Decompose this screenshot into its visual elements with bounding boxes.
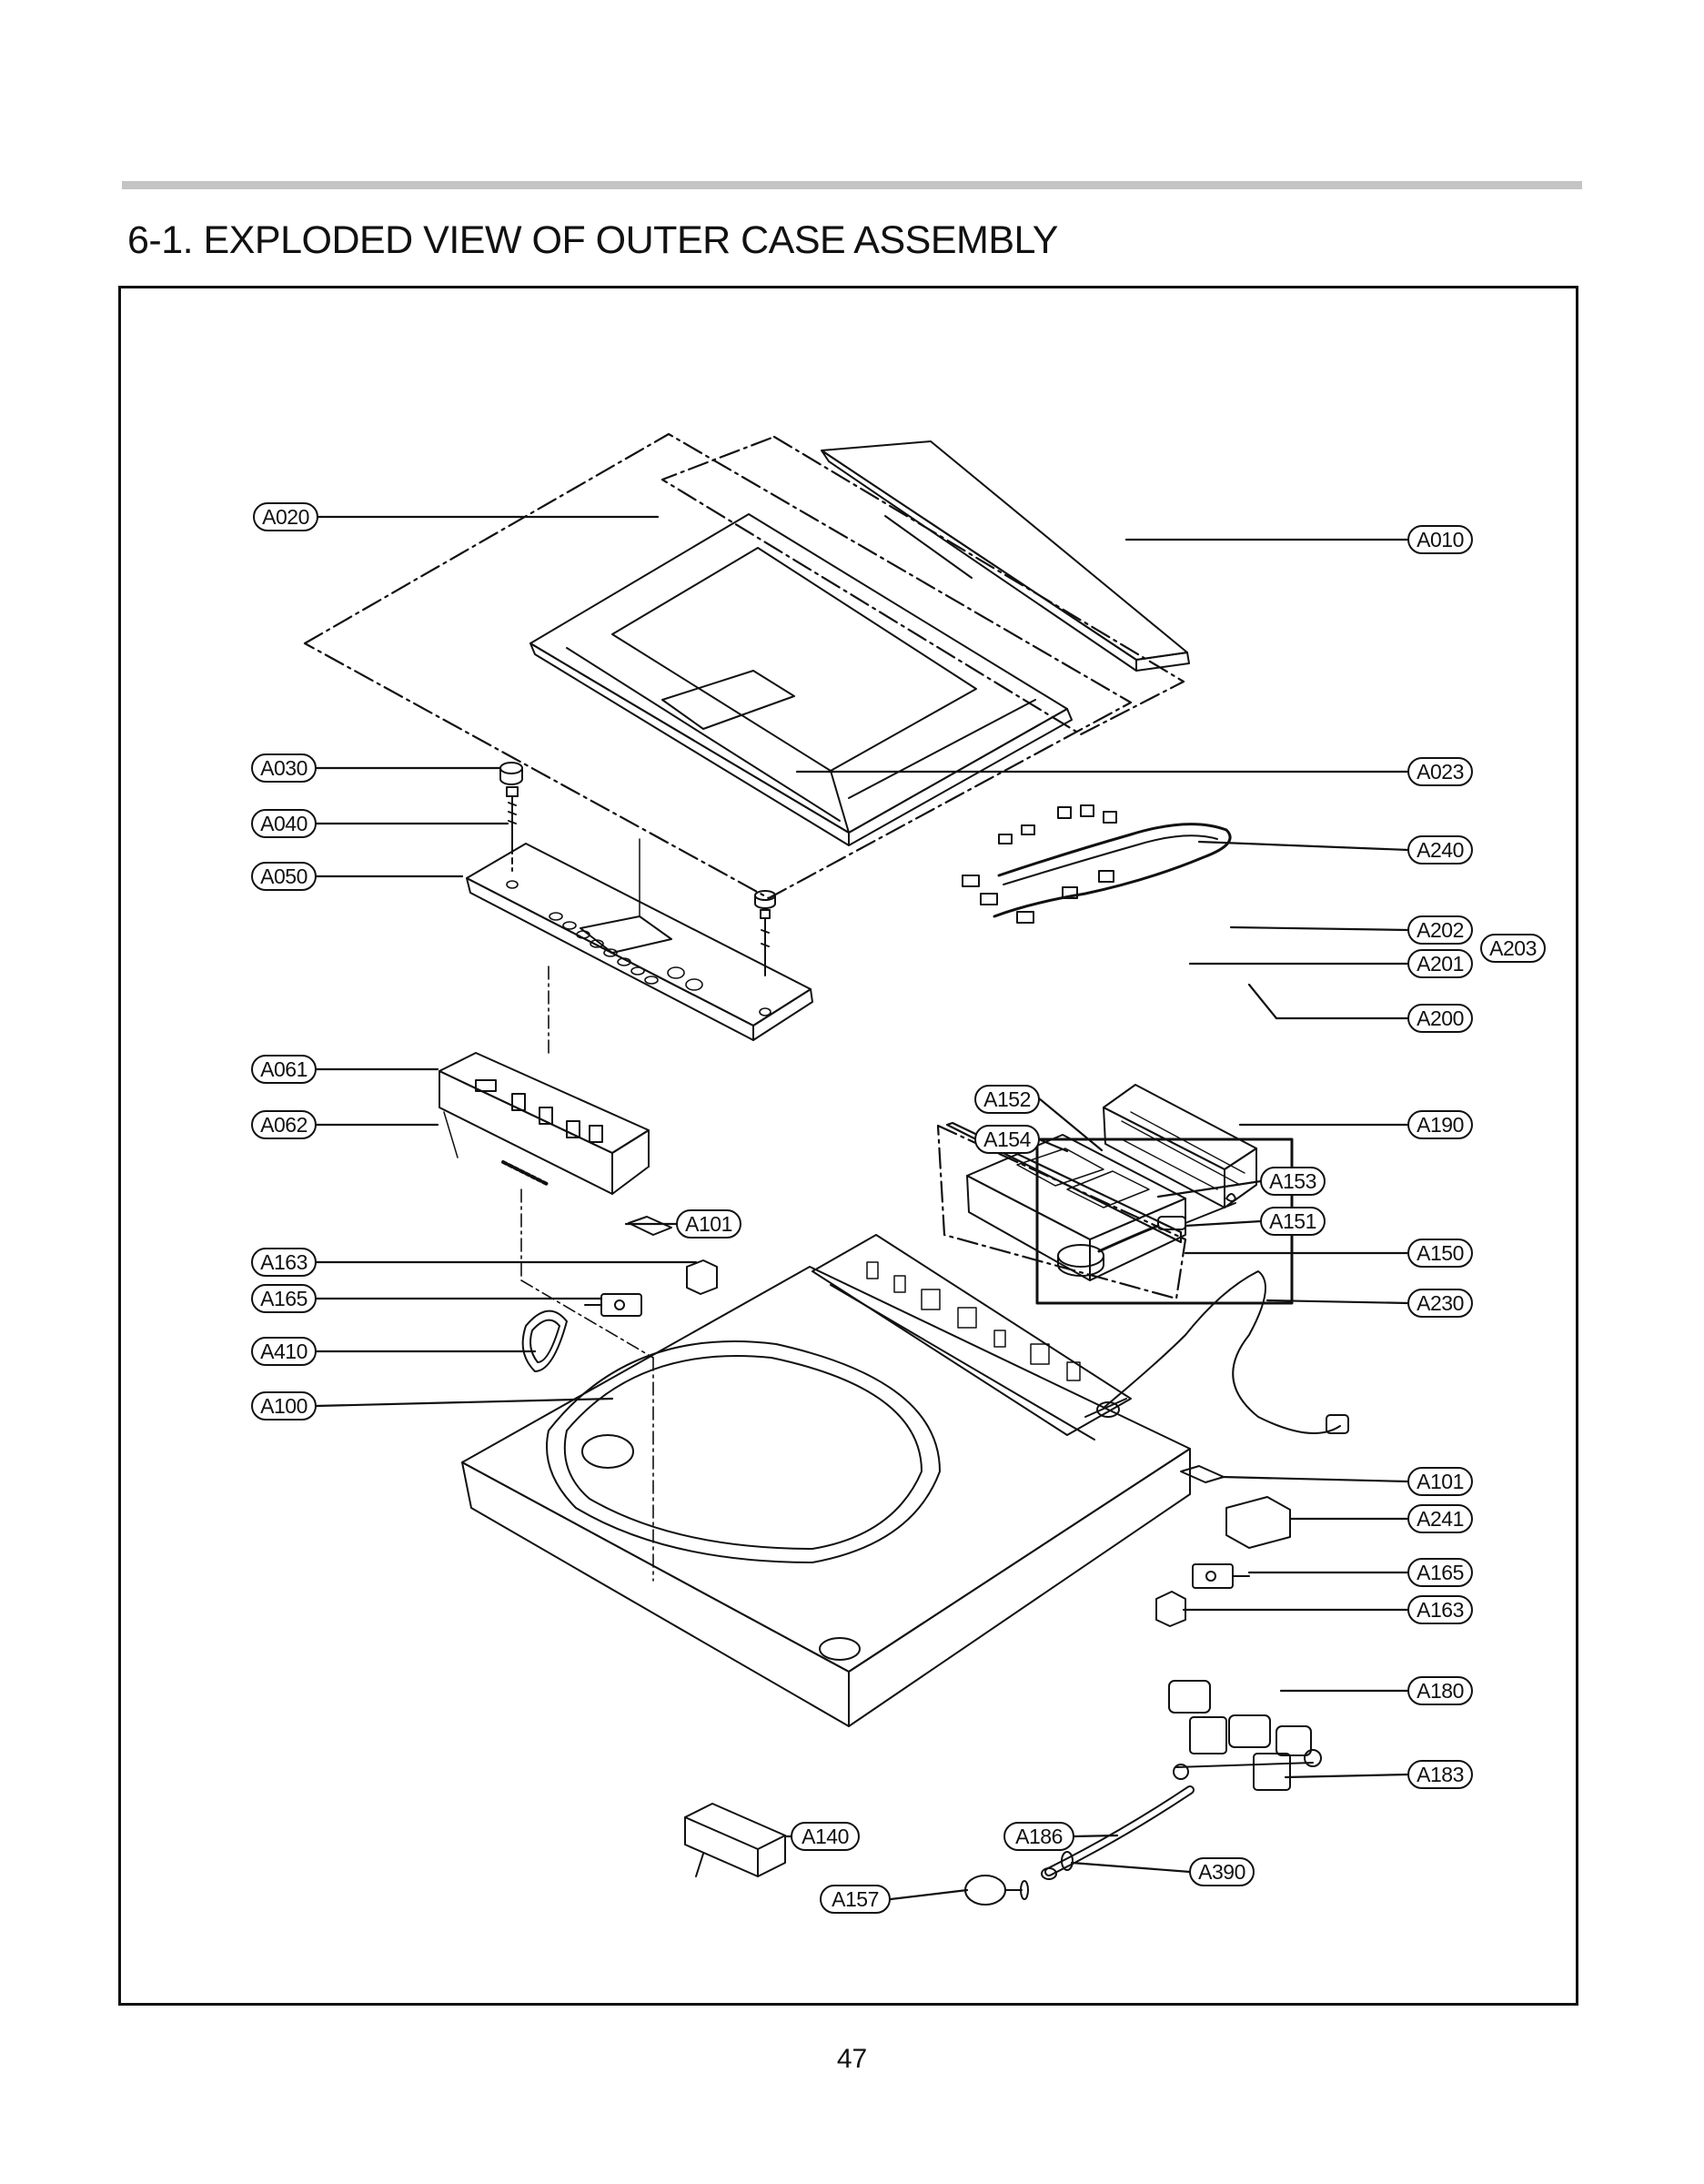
callout-a062: A062 (251, 1110, 317, 1139)
part-a390-clamp (1061, 1851, 1074, 1871)
callout-a023: A023 (1407, 757, 1473, 786)
part-a157-cap (964, 1875, 1029, 1906)
part-a020-lid (529, 513, 1073, 846)
part-a040-screw (506, 786, 519, 872)
part-a150-dispenser (966, 1134, 1186, 1281)
callout-a190: A190 (1407, 1110, 1473, 1139)
part-a180-valves (1168, 1680, 1322, 1791)
callout-a186: A186 (1003, 1822, 1074, 1851)
part-a230-cord (1084, 1270, 1349, 1434)
callout-a165-left: A165 (251, 1284, 317, 1313)
part-a140-bracket (684, 1803, 786, 1877)
part-a200-pressure-switch (1057, 1193, 1236, 1277)
part-a050-panel (466, 838, 813, 1041)
callout-a030: A030 (251, 753, 317, 783)
part-a186-hose (1041, 1785, 1195, 1880)
part-a101-clip-right (1180, 1465, 1225, 1483)
callout-a020: A020 (253, 502, 318, 531)
part-a240-harness (962, 804, 1232, 924)
callout-a101-top: A101 (676, 1209, 741, 1239)
callout-a163-left: A163 (251, 1248, 317, 1277)
part-a101-clip-left (628, 1216, 672, 1236)
callout-a165-right: A165 (1407, 1558, 1473, 1587)
part-a030-cap (499, 762, 523, 785)
callout-a150: A150 (1407, 1239, 1473, 1268)
callout-a040: A040 (251, 809, 317, 838)
part-a010-trim (821, 440, 1190, 672)
part-a163-switch-left (686, 1259, 718, 1295)
callout-a140: A140 (791, 1822, 860, 1851)
part-a163-switch-right (1155, 1591, 1186, 1627)
page-number: 47 (836, 2044, 868, 2074)
callout-a100: A100 (251, 1391, 317, 1421)
part-a410-seal (521, 1309, 568, 1372)
callout-a183: A183 (1407, 1760, 1473, 1789)
callout-a230: A230 (1407, 1289, 1473, 1318)
callout-a050: A050 (251, 862, 317, 891)
part-a061-pcb (439, 1052, 650, 1195)
page-title: 6-1. EXPLODED VIEW OF OUTER CASE ASSEMBL… (127, 218, 1058, 262)
callout-a203: A203 (1480, 934, 1546, 963)
leader-lines (314, 515, 1410, 1901)
callout-a201: A201 (1407, 949, 1473, 978)
callout-a390: A390 (1189, 1857, 1255, 1886)
top-rule (122, 181, 1582, 189)
callout-a180: A180 (1407, 1676, 1473, 1705)
callout-a154: A154 (974, 1125, 1040, 1154)
explode-frames (303, 432, 1294, 1305)
callout-a010: A010 (1407, 525, 1473, 554)
callout-a061: A061 (251, 1055, 317, 1084)
exploded-view-drawing (303, 432, 1410, 1906)
part-a165-switch-right (1192, 1563, 1250, 1589)
callout-a153: A153 (1260, 1167, 1326, 1196)
callout-a200: A200 (1407, 1004, 1473, 1033)
callout-a151: A151 (1260, 1207, 1326, 1236)
part-a190-housing (1103, 1084, 1257, 1208)
callout-a241: A241 (1407, 1504, 1473, 1533)
callout-a240: A240 (1407, 835, 1473, 864)
callout-a157: A157 (820, 1885, 891, 1914)
part-a100-top-cover (461, 1234, 1191, 1727)
callout-a163-right: A163 (1407, 1595, 1473, 1624)
part-a165-switch-left (584, 1293, 642, 1317)
diagram-frame: A020 A010 A030 A023 A040 A240 A050 A202 … (118, 286, 1578, 2006)
callout-a410: A410 (251, 1337, 317, 1366)
part-a241-block (1225, 1496, 1291, 1549)
callout-a202: A202 (1407, 915, 1473, 945)
callout-a152: A152 (974, 1085, 1040, 1114)
callout-a101-right: A101 (1407, 1467, 1473, 1496)
